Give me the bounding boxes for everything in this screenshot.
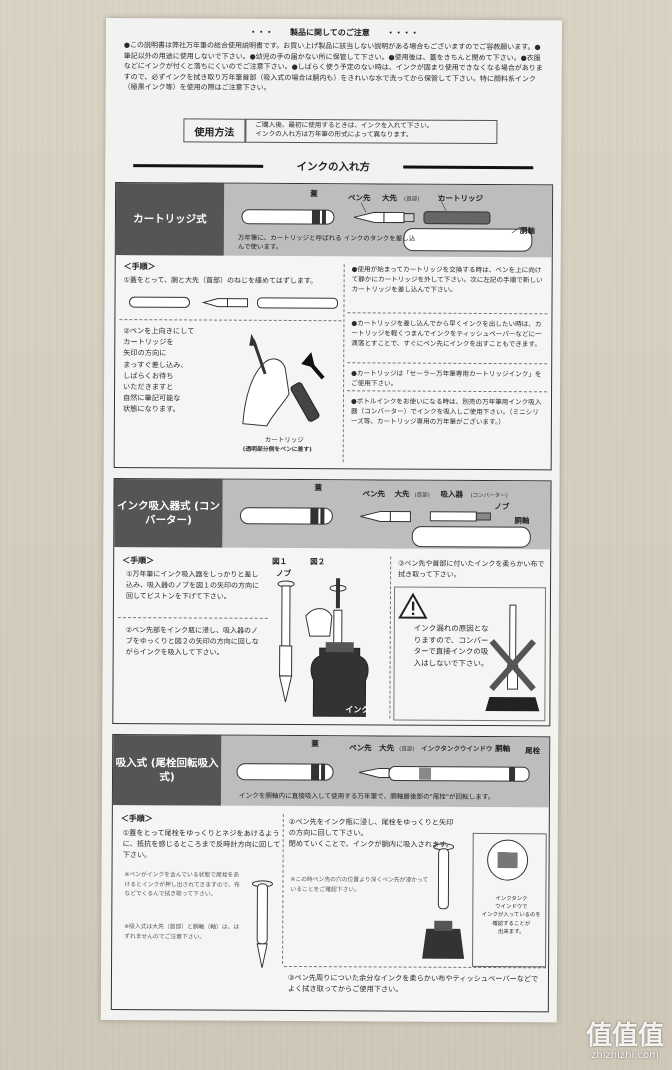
converter-barrel-label: 胴軸	[514, 516, 530, 526]
hand-insert-illustration	[242, 333, 325, 427]
figure1-label: 図１	[272, 556, 288, 566]
watermark-logo: 值值值	[585, 1021, 664, 1051]
ink-window-magnified-icon	[487, 839, 529, 881]
ink-heading: インクの入れ方	[296, 160, 371, 174]
piston-nib-label: ペン先	[349, 743, 372, 753]
piston-section-sub-label: (首部)	[399, 746, 415, 753]
notice-title: 製品に関してのご注意	[290, 27, 370, 38]
cartridge-step2: ②ペンを上向きにして カートリッジを 矢印の方向に まっすぐ差し込み、 しばらく…	[122, 326, 195, 414]
converter-section: インク吸入器式 (コンバーター) 蓋 ペン先 大先 (首部) 吸入器 (コンバー…	[112, 478, 552, 727]
instruction-sheet: ・・・ 製品に関してのご注意 ・・・・ ●この説明書は弊社万年筆の総合使用説明書…	[100, 18, 562, 1023]
cartridge-caption: 万年筆に、カートリッジと呼ばれる インクのタンクを差し込んで使います。	[237, 233, 416, 251]
converter-warning: インク漏れの原因となりますので、コンバーターで直接インクの吸入はしないで下さい。	[413, 623, 489, 668]
cartridge-pen-illustration	[241, 194, 533, 252]
piston-knob-label: 尾栓	[525, 746, 541, 756]
converter-pen-illustration	[239, 507, 531, 548]
converter-section-label: 大先	[394, 489, 410, 499]
cartridge-direction-note: (透明部分側をペンに差す)	[242, 446, 312, 454]
converter-step3: ③ペン先や首部に付いたインクを柔らかい布で拭き取って下さい。	[398, 559, 545, 579]
piston-title: 吸入式 (尾栓回転吸入式)	[112, 735, 222, 806]
converter-sub-label: (コンバーター)	[470, 492, 508, 500]
notice-heading: ・・・ 製品に関してのご注意 ・・・・	[106, 26, 562, 39]
cartridge-steps-heading: ＜手順＞	[123, 262, 156, 272]
prohibited-illustration	[485, 604, 540, 712]
site-watermark: 值值值 zhizhizhi.com	[586, 1022, 664, 1062]
cartridge-section: カートリッジ式 蓋 ペン先 大先 (首部) カートリッジ 胴軸 万年筆に、カート…	[113, 182, 554, 471]
usage-text: ご購入後、最初に使用するときは、インクを入れて下さい。 インクの入れ方は万年筆の…	[255, 120, 434, 139]
converter-title: インク吸入器式 (コンバーター)	[114, 479, 223, 548]
figure2-label: 図２	[310, 557, 326, 567]
window-caption: インクタンク ウインドウで インクが入っているのを 確認することが 出来ます。	[481, 896, 541, 936]
watermark-site: zhizhizhi.com	[591, 1050, 659, 1061]
heading-rule-left	[133, 164, 264, 168]
converter-figures-illustration	[277, 578, 369, 717]
cartridge-note4: ●ボトルインクをお使いになる時は、別売の万年筆用インク吸入器（コンバーター）でイ…	[350, 397, 542, 427]
piston-pen-illustration	[236, 763, 530, 782]
heading-rule-right	[403, 165, 534, 170]
piston-barrel-label: 胴軸	[495, 744, 511, 754]
piston-cap-label: 蓋	[311, 739, 319, 749]
converter-knob-label: ノブ	[494, 502, 510, 512]
section-sub-label: (首部)	[404, 196, 420, 203]
cartridge-small-label: カートリッジ	[264, 435, 304, 445]
usage-label: 使用方法	[183, 118, 246, 143]
cartridge-note2: ●カートリッジを差し込んでから早くインクを出したい時は、カートリッジを軽くつまん…	[351, 319, 542, 349]
cap-label: 蓋	[310, 189, 318, 199]
section-label: 大先	[382, 193, 398, 203]
barrel-label: 胴軸	[519, 226, 535, 236]
window-label: インクタンクウインドウ	[421, 744, 493, 754]
converter-step2: ②ペン先部をインク瓶に浸し、吸入器のノブをゆっくりと図２の矢印の方向に回しながら…	[125, 626, 259, 657]
cartridge-label: カートリッジ	[438, 193, 484, 203]
piston-note1: ※ペンがインクを含んでいる状態で尾栓をあけるとインクが押し出されてきますので、布…	[124, 872, 240, 898]
cartridge-title: カートリッジ式	[115, 183, 225, 256]
cartridge-step1: ①蓋をとって、胴と大先（首部）のねじを緩めてはずします。	[123, 276, 318, 286]
converter-label: 吸入器	[440, 489, 464, 499]
piston-section-label: 大先	[379, 743, 395, 753]
converter-steps-heading: ＜手順＞	[122, 556, 155, 566]
piston-steps-heading: ＜手順＞	[120, 814, 153, 824]
dots-right: ・・・・	[386, 28, 419, 38]
piston-section: 吸入式 (尾栓回転吸入式) 蓋 ペン先 大先 (首部) インクタンクウインドウ …	[110, 734, 551, 1013]
disassembled-pen-illustration	[129, 296, 339, 309]
nib-label: ペン先	[348, 193, 371, 203]
converter-cap-label: 蓋	[314, 483, 323, 493]
ink-bottle-label: インク	[345, 705, 370, 715]
piston-turn-illustration	[251, 880, 273, 968]
converter-section-sub-label: (首部)	[414, 492, 430, 499]
dots-left: ・・・	[249, 27, 274, 37]
converter-step1: ①万年筆にインク吸入器をしっかりと差し込み、吸入器のノブを図１の矢印の方向に回し…	[125, 570, 260, 601]
piston-caption: インクを胴軸内に直接吸入して使用する万年筆で、胴軸最後部の"尾栓"が回転します。	[238, 791, 495, 802]
piston-step3: ③ペン先周りについた余分なインクを柔らかい布やティッシュペーパーなどでよく拭き取…	[287, 972, 539, 994]
piston-bottle-illustration	[422, 843, 465, 959]
piston-note3: ※この時ペン先の穴の位置より深くペン先が浸かっていることをご確認下さい。	[290, 876, 429, 893]
piston-note2: ※吸入式は大先（首部）と胴軸（軸）は、はずれませんのでご注意下さい。	[124, 924, 240, 941]
piston-step1: ①蓋をとって尾栓をゆっくりとネジをあけるように、抵抗を感じるところまで反時計方向…	[122, 828, 281, 860]
cartridge-note1: ●使用が始まってカートリッジを交換する時は、ペンを上に向けて静かにカートリッジを…	[351, 265, 543, 294]
warning-icon	[398, 592, 428, 619]
notice-text: ●この説明書は弊社万年筆の総合使用説明書です。お買い上げ製品に該当しない説明があ…	[123, 41, 543, 93]
cartridge-note3: ●カートリッジは「セーラー万年筆専用カートリッジインク」をご使用下さい。	[351, 369, 542, 388]
converter-nib-label: ペン先	[362, 489, 386, 499]
